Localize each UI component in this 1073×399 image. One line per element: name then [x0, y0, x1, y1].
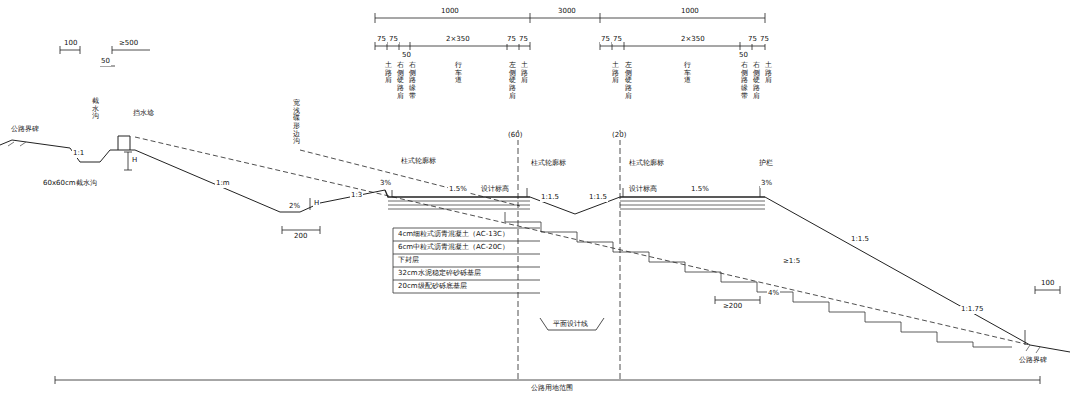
part-name: 截水沟	[92, 98, 99, 121]
dimension: ≥500	[118, 40, 139, 48]
dimension: 75	[747, 36, 758, 44]
slope-ratio: 1:3	[350, 192, 363, 200]
dimension: H	[131, 157, 138, 165]
dimension: 75	[600, 36, 611, 44]
part-name: 设计标高	[480, 186, 510, 194]
dimension: 75	[759, 36, 770, 44]
dimension: 50	[401, 52, 412, 60]
part-name: 柱式轮廓标	[400, 158, 437, 166]
slope-ratio: 1:1.5	[588, 194, 608, 202]
dimension: 2×350	[680, 36, 706, 44]
part-name: 护栏	[758, 160, 774, 168]
part-name: 公路界碑	[10, 126, 40, 134]
part-name: 柱式轮廓标	[628, 160, 665, 168]
layer-name: 6cm中粒式沥青混凝土（AC-20C）	[397, 244, 510, 252]
part-name: 右侧硬路肩	[397, 62, 404, 100]
part-name: 行车道	[684, 62, 691, 85]
layer-name: 下封层	[397, 257, 420, 265]
dimension: 100	[63, 40, 78, 48]
dimension: ≥200	[722, 303, 743, 311]
dimension: 50	[738, 52, 749, 60]
part-name: 行车道	[455, 62, 462, 85]
dimension: 3000	[557, 8, 577, 16]
part-name: 土路肩	[521, 62, 528, 85]
slope-ratio: ≥1:5	[782, 258, 801, 266]
dimension: 75	[612, 36, 623, 44]
dimension: 75	[376, 36, 387, 44]
dimension: 公路用地范围	[530, 385, 574, 393]
callout-number: (60)	[507, 132, 523, 140]
part-name: 右侧路缘带	[741, 62, 748, 100]
dimension: 1000	[680, 8, 700, 16]
part-name: 土路肩	[765, 62, 772, 85]
part-name: 设计标高	[628, 186, 658, 194]
slope-ratio: 1:1.5	[540, 194, 560, 202]
dimension: 200	[293, 233, 308, 241]
dimension: 2×350	[445, 36, 471, 44]
slope-ratio: 3%	[760, 180, 773, 188]
callout-number: (20)	[611, 132, 627, 140]
part-name: 土路肩	[612, 62, 619, 85]
part-name: 公路界碑	[1018, 357, 1048, 365]
slope-ratio: 4%	[767, 290, 780, 298]
layer-name: 20cm级配砂砾底基层	[397, 283, 468, 291]
layer-name: 4cm细粒式沥青混凝土（AC-13C）	[397, 231, 510, 239]
slope-ratio: 1:1.75	[960, 306, 984, 314]
part-name: 柱式轮廓标	[530, 160, 567, 168]
slope-ratio: 1:1	[72, 150, 85, 158]
dimension: 1000	[440, 8, 460, 16]
part-name: 平面设计线	[552, 321, 589, 329]
part-name: 60x60cm截水沟	[42, 180, 98, 188]
layer-name: 32cm水泥稳定碎砂砾基层	[397, 270, 482, 278]
slope-ratio: 3%	[379, 180, 392, 188]
dimension: 100	[1040, 280, 1055, 288]
part-name: 左侧硬路肩	[509, 62, 516, 100]
part-name: 土路肩	[385, 62, 392, 85]
slope-ratio: 2%	[288, 203, 301, 211]
slope-ratio: 1:m	[215, 180, 231, 188]
part-name: 挡水埝	[132, 110, 155, 118]
dimension: 75	[388, 36, 399, 44]
slope-ratio: 1.5%	[448, 186, 468, 194]
dimension: 75	[506, 36, 517, 44]
part-name: 左侧硬路肩	[625, 62, 632, 100]
part-name: 右侧路缘带	[409, 62, 416, 100]
slope-ratio: 1:1.5	[850, 236, 870, 244]
part-name: 右侧硬路肩	[753, 62, 760, 100]
dimension: 75	[518, 36, 529, 44]
part-name: 宽浅碟形边沟	[293, 100, 300, 146]
dimension: 50	[100, 58, 111, 66]
slope-ratio: 1.5%	[690, 186, 710, 194]
dimension: H	[313, 200, 320, 208]
